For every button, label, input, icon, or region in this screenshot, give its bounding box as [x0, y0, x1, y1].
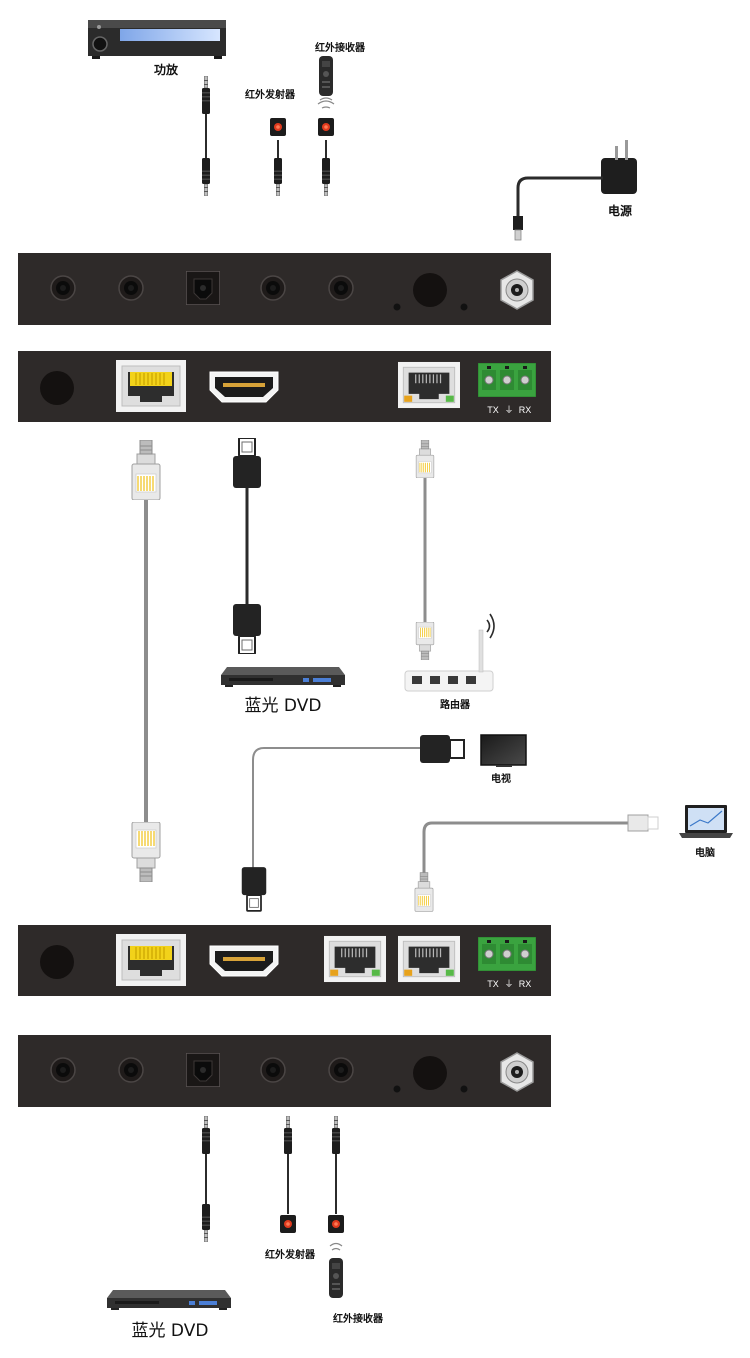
dc-power-port: [500, 270, 534, 310]
ir-receiver-top-label: 红外接收器: [315, 41, 366, 54]
tv: [480, 734, 527, 767]
ir-emitter-bottom: [280, 1116, 296, 1233]
audio-port-1: [50, 275, 76, 301]
ir-tx-port: [260, 275, 286, 301]
amplifier: [88, 20, 226, 59]
hdmi-port-top: [209, 371, 279, 403]
bluray-top-label: 蓝光 DVD: [245, 696, 322, 716]
top-extender-network-panel: TX ⏚ RX: [18, 351, 551, 422]
bottom-extender-audio-panel: [18, 1035, 551, 1107]
computer-label: 电脑: [695, 846, 715, 859]
ir-receiver-bottom: [328, 1116, 344, 1298]
bluray-player-top: [221, 667, 345, 687]
power-adapter: [513, 140, 637, 241]
tv-label: 电视: [491, 772, 511, 785]
ir-emitter-top: [270, 118, 286, 196]
bottom-extender-network-panel: TX ⏚ RX: [18, 925, 551, 996]
terminal-gnd-bottom: ⏚: [504, 979, 513, 989]
ir-receiver-top: [317, 56, 335, 196]
terminal-rx-bottom: RX: [519, 979, 532, 989]
hdbaset-cable: [131, 440, 161, 882]
ir-emitter-bottom-label: 红外发射器: [265, 1248, 316, 1261]
lan-port-bottom-2: [398, 935, 460, 983]
bluray-bottom-label: 蓝光 DVD: [132, 1321, 209, 1341]
optical-port: [186, 271, 220, 305]
audio-port-2: [118, 275, 144, 301]
ir-receiver-bottom-label: 红外接收器: [333, 1312, 384, 1325]
hdmi-cable-tv: [240, 735, 465, 912]
terminal-gnd-top: ⏚: [504, 405, 513, 415]
ir-terminal-top: [478, 363, 536, 397]
bluray-player-bottom: [107, 1290, 231, 1310]
router: [404, 613, 495, 692]
terminal-tx-top: TX: [487, 405, 499, 415]
laptop: [679, 805, 733, 838]
ir-terminal-bottom: [478, 937, 536, 971]
lan-cable-router: [415, 440, 435, 660]
hdmi-cable-bluray-top: [232, 438, 262, 654]
amplifier-label: 功放: [154, 62, 179, 77]
terminal-rx-top: RX: [519, 405, 532, 415]
hdbaset-port-top: [116, 360, 186, 412]
hdbaset-port-bottom: [116, 934, 186, 986]
lan-port-bottom-1: [324, 935, 386, 983]
ir-emitter-top-label: 红外发射器: [245, 88, 296, 101]
router-label: 路由器: [440, 698, 471, 711]
ir-rx-port: [328, 275, 354, 301]
lan-cable-computer: [414, 814, 659, 912]
bottom-audio-cable: [201, 1116, 211, 1242]
hdmi-port-bottom: [209, 945, 279, 977]
top-extender-audio-panel: [18, 253, 551, 325]
amplifier-audio-cable: [201, 76, 211, 196]
power-label: 电源: [608, 203, 632, 218]
terminal-tx-bottom: TX: [487, 979, 499, 989]
lan-port-top: [398, 361, 460, 409]
